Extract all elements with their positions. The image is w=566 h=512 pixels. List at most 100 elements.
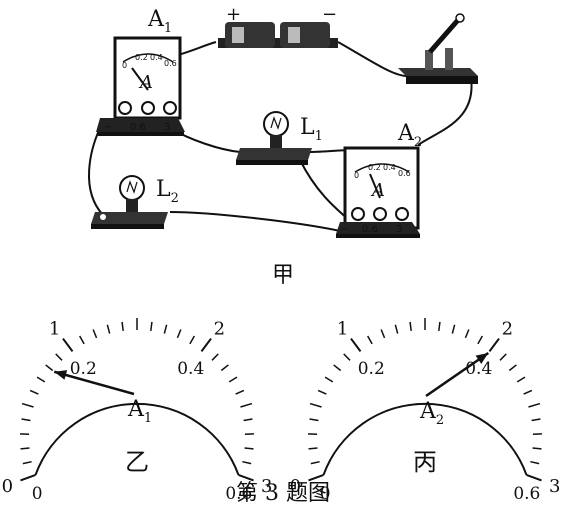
dial-tick bbox=[29, 389, 39, 395]
dial-tick bbox=[228, 376, 238, 383]
a2-terminal-3: 3 bbox=[396, 224, 402, 235]
dial-tick bbox=[55, 353, 63, 361]
dial-tick bbox=[163, 324, 168, 334]
a1-terminal-06: 0.6 bbox=[130, 122, 146, 133]
dial-tick bbox=[516, 376, 526, 383]
dial-pointer-label: A2 bbox=[419, 399, 444, 428]
dial-tick bbox=[240, 402, 253, 408]
dial-pointer-label: A1 bbox=[127, 397, 152, 426]
dial-caption: 丙 bbox=[413, 448, 437, 476]
dial-tick bbox=[528, 402, 541, 408]
a1-scale-2: 0.4 bbox=[150, 53, 163, 62]
dial-tick bbox=[310, 460, 320, 465]
dial-tick bbox=[531, 418, 541, 422]
battery: + − bbox=[218, 4, 338, 48]
dial-inner-label-3: 0.6 bbox=[513, 484, 540, 504]
dial-tick bbox=[242, 460, 252, 465]
dial-tick bbox=[62, 337, 74, 352]
dial-inner-label-1: 0.2 bbox=[358, 359, 385, 379]
dial-tick bbox=[308, 447, 318, 450]
dial-tick bbox=[211, 353, 219, 361]
dial-tick bbox=[464, 329, 470, 339]
dial-outer-label-0: 0 bbox=[2, 476, 13, 497]
a1-face-letter: A bbox=[138, 72, 153, 93]
battery-minus-label: − bbox=[322, 4, 337, 25]
dial-tick bbox=[367, 335, 373, 345]
dial-tick bbox=[36, 376, 46, 383]
dial-tick bbox=[477, 335, 483, 345]
dial-tick bbox=[309, 418, 319, 422]
caption-jia: 甲 bbox=[272, 263, 294, 288]
a2-scale-3: 0.6 bbox=[398, 169, 411, 178]
ammeter-a2-name: A2 bbox=[397, 121, 422, 150]
a2-face-letter: A bbox=[370, 180, 385, 201]
lamp-l2: L2 bbox=[91, 175, 179, 229]
dial-tick bbox=[394, 324, 399, 334]
dial-inner-label-2: 0.4 bbox=[177, 359, 204, 379]
dial-pointer-head bbox=[475, 352, 489, 364]
dial-tick bbox=[189, 335, 195, 345]
switch bbox=[398, 13, 478, 84]
dial-pointer bbox=[53, 370, 135, 396]
ammeter-a1: A1 0 0.2 0.4 0.6 A − 0.6 3 bbox=[96, 7, 185, 136]
dial-tick bbox=[121, 321, 124, 331]
dial-tick bbox=[92, 329, 98, 339]
dial-arc bbox=[322, 402, 528, 476]
a1-scale-3: 0.6 bbox=[164, 59, 177, 68]
a1-terminal-3: 3 bbox=[164, 122, 170, 133]
dial-tick bbox=[451, 324, 456, 334]
wire-battery-to-switch bbox=[337, 41, 411, 78]
dial-tick bbox=[176, 329, 182, 339]
dial-tick bbox=[22, 460, 32, 465]
dial-inner-label-0: 0 bbox=[32, 484, 43, 504]
lamp-l2-name: L2 bbox=[156, 177, 179, 206]
dial-outer-label-0: 0 bbox=[290, 476, 301, 497]
dial-inner-label-2: 0.4 bbox=[465, 359, 492, 379]
dial-tick bbox=[21, 402, 34, 408]
dial-tick bbox=[333, 364, 342, 372]
dial-tick bbox=[380, 329, 386, 339]
dial-outer-label-3: 3 bbox=[549, 476, 560, 497]
a1-terminal-minus: − bbox=[104, 122, 112, 133]
dial-tick bbox=[324, 376, 334, 383]
dial-inner-label-1: 0.2 bbox=[70, 359, 97, 379]
dial-tick bbox=[244, 447, 254, 450]
dial-tick bbox=[20, 473, 36, 482]
dial-tick bbox=[438, 321, 441, 331]
dial-pointer bbox=[425, 351, 490, 398]
dial-pointer-head bbox=[54, 370, 68, 380]
dial-tick bbox=[20, 447, 30, 450]
dial-tick bbox=[308, 473, 324, 482]
dial-outer-label-2: 2 bbox=[502, 318, 513, 339]
dial-tick bbox=[350, 337, 362, 352]
dial-tick bbox=[317, 389, 327, 395]
wire-a1-to-battery bbox=[177, 41, 217, 56]
dial-tick bbox=[235, 389, 245, 395]
dial-arc bbox=[34, 402, 240, 476]
dial-tick bbox=[243, 418, 253, 422]
dial-tick bbox=[499, 353, 507, 361]
lamp-l1-name: L1 bbox=[300, 115, 323, 144]
dial-tick bbox=[409, 321, 412, 331]
dial-tick bbox=[488, 337, 500, 352]
dial-tick bbox=[526, 473, 542, 482]
dial-tick bbox=[238, 473, 254, 482]
wire-l2-to-a1 bbox=[88, 127, 104, 216]
a1-scale-0: 0 bbox=[122, 61, 127, 70]
dial-tick bbox=[220, 364, 229, 372]
dial-tick bbox=[530, 460, 540, 465]
dial-tick bbox=[79, 335, 85, 345]
dial-tick bbox=[523, 389, 533, 395]
figure-caption: 第 3 题图 bbox=[236, 481, 330, 506]
a2-scale-0: 0 bbox=[354, 171, 359, 180]
dial-outer-label-3: 3 bbox=[261, 476, 272, 497]
dial-outer-label-1: 1 bbox=[337, 318, 348, 339]
a2-terminal-06: 0.6 bbox=[362, 224, 378, 235]
lamp-l1: L1 bbox=[236, 111, 323, 165]
a1-scale-1: 0.2 bbox=[135, 53, 148, 62]
dial-outer-label-1: 1 bbox=[49, 318, 60, 339]
